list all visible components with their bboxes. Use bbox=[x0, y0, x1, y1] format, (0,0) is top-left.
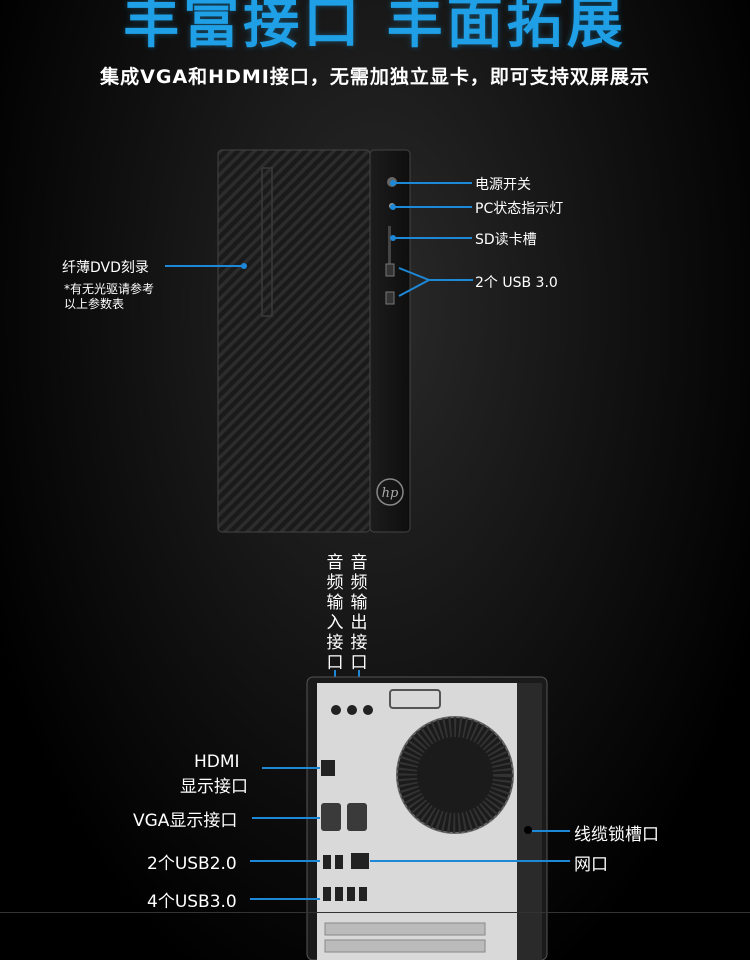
dvd-dot bbox=[241, 263, 247, 269]
sd-slot-line bbox=[394, 237, 472, 239]
pc-rear-illustration bbox=[306, 676, 548, 960]
sd-slot-dot bbox=[390, 235, 396, 241]
hdmi-label-line1: HDMI bbox=[194, 752, 240, 772]
usb20-port bbox=[335, 855, 343, 869]
dvd-line bbox=[165, 265, 243, 267]
subtitle: 集成VGA和HDMI接口，无需加独立显卡，即可支持双屏展示 bbox=[100, 66, 650, 88]
headline: 丰富接口 丰面拓展 bbox=[123, 0, 627, 56]
usb20-line bbox=[250, 860, 320, 862]
expansion-slot bbox=[324, 922, 486, 936]
usb20-port bbox=[323, 855, 331, 869]
dvd-note-line1: *有无光驱请参考 bbox=[64, 282, 155, 296]
rear-handle-slot bbox=[389, 689, 441, 709]
pc-front-illustration: hp bbox=[217, 149, 411, 533]
power-switch-dot bbox=[390, 180, 396, 186]
dvd-slot bbox=[261, 167, 273, 317]
status-light-dot bbox=[390, 204, 396, 210]
usb30-port bbox=[347, 887, 355, 901]
expansion-slot bbox=[324, 939, 486, 953]
dvd-label: 纤薄DVD刻录 bbox=[62, 260, 149, 276]
audio-jack-3 bbox=[363, 705, 373, 715]
vga-port bbox=[321, 803, 341, 831]
audio-in-label: 音频输入接口 bbox=[326, 553, 344, 673]
vga-label: VGA显示接口 bbox=[133, 811, 238, 831]
front-usb-port bbox=[385, 291, 395, 305]
front-usb-connector-lines bbox=[398, 267, 473, 297]
audio-out-label: 音频输出接口 bbox=[350, 553, 368, 673]
network-label: 网口 bbox=[574, 855, 608, 875]
usb20-label: 2个USB2.0 bbox=[147, 854, 237, 874]
usb30-port bbox=[335, 887, 343, 901]
hp-logo: hp bbox=[382, 486, 399, 501]
network-line bbox=[370, 860, 570, 862]
power-switch-line bbox=[394, 182, 472, 184]
hdmi-label-line2: 显示接口 bbox=[180, 777, 248, 797]
front-usb-port bbox=[385, 263, 395, 277]
usb30-line bbox=[250, 898, 320, 900]
dvd-note: *有无光驱请参考 以上参数表 bbox=[64, 282, 154, 312]
dvd-note-line2: 以上参数表 bbox=[64, 297, 125, 311]
status-light-line bbox=[394, 206, 472, 208]
audio-out-jack bbox=[347, 705, 357, 715]
usb30-port bbox=[323, 887, 331, 901]
sd-card-slot bbox=[388, 226, 391, 266]
rear-rail bbox=[517, 683, 542, 960]
usb30-label: 4个USB3.0 bbox=[147, 892, 237, 912]
front-mesh-panel bbox=[217, 149, 371, 533]
front-usb-label: 2个 USB 3.0 bbox=[475, 275, 558, 291]
cable-lock-hole bbox=[524, 826, 532, 834]
cable-lock-label: 线缆锁槽口 bbox=[574, 825, 659, 845]
power-switch-label: 电源开关 bbox=[475, 177, 531, 193]
hp-logo-badge bbox=[376, 478, 404, 506]
fan-vent-inner bbox=[397, 717, 513, 833]
vga-line bbox=[252, 817, 320, 819]
audio-in-jack bbox=[331, 705, 341, 715]
hdmi-port bbox=[321, 760, 335, 776]
cable-lock-line bbox=[532, 830, 570, 832]
front-side-panel bbox=[369, 149, 411, 533]
status-light-label: PC状态指示灯 bbox=[475, 201, 564, 217]
bottom-divider bbox=[0, 912, 750, 913]
usb30-port bbox=[359, 887, 367, 901]
sd-slot-label: SD读卡槽 bbox=[475, 232, 537, 248]
serial-port bbox=[347, 803, 367, 831]
hdmi-line bbox=[262, 767, 320, 769]
ethernet-port bbox=[351, 853, 369, 869]
